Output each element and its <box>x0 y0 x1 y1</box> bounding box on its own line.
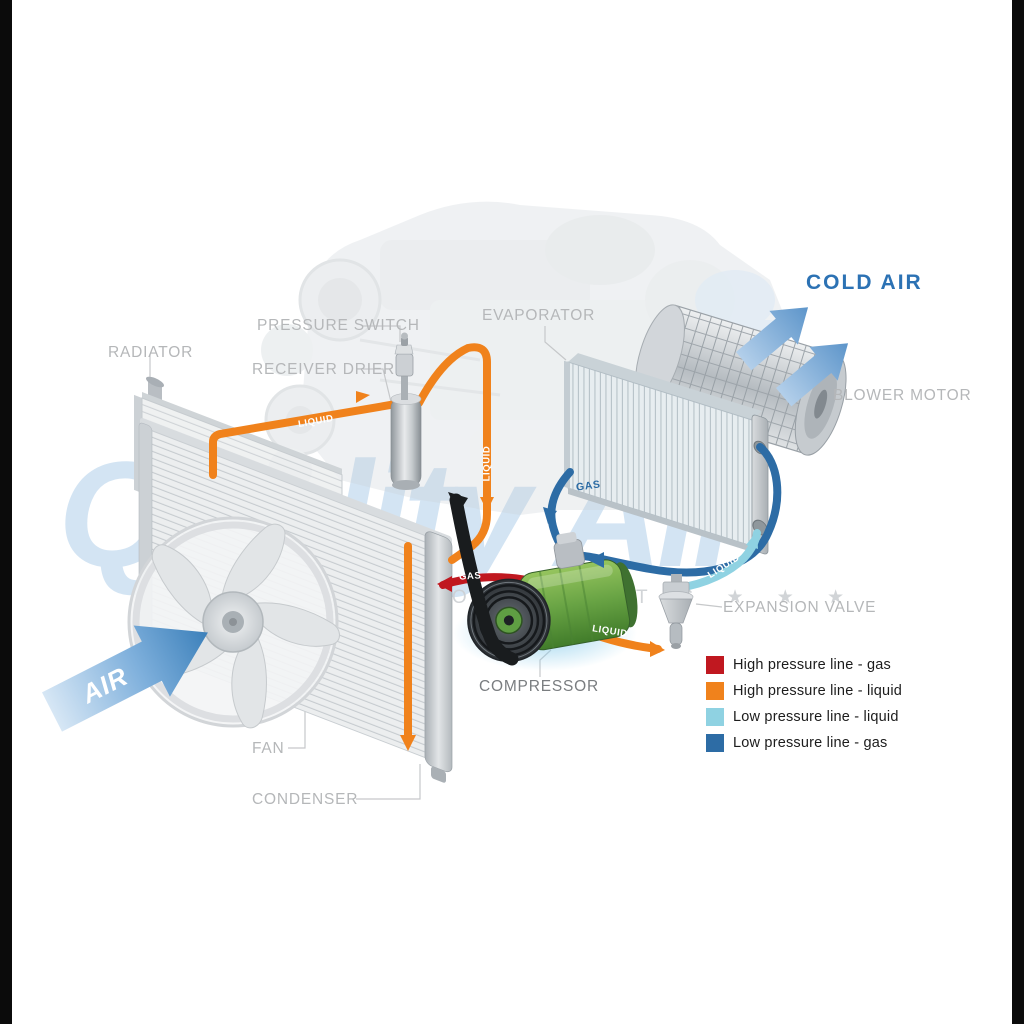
leader-pressure-switch <box>362 325 401 342</box>
legend-swatch-low-pressure-gas <box>706 734 724 752</box>
label-expansion-valve: EXPANSION VALVE <box>723 599 877 616</box>
flow-arrow <box>650 641 665 657</box>
compressor <box>467 531 638 663</box>
legend-swatch-low-pressure-liquid <box>706 708 724 726</box>
label-receiver-drier: RECEIVER DRIER <box>252 361 395 378</box>
legend-label: High pressure line - gas <box>733 657 891 673</box>
leader-condenser <box>356 764 421 800</box>
legend-item: Low pressure line - gas <box>706 730 902 756</box>
label-blower-motor: BLOWER MOTOR <box>833 387 972 404</box>
label-cold-air: COLD AIR <box>806 271 923 294</box>
label-compressor: COMPRESSOR <box>479 678 599 695</box>
expansion-valve <box>658 574 694 649</box>
leader-evaporator <box>544 326 567 361</box>
legend-item: High pressure line - gas <box>706 652 902 678</box>
flow-arrow <box>437 576 452 592</box>
flow-arrow <box>543 507 557 524</box>
legend-swatch-high-pressure-gas <box>706 656 724 674</box>
air-arrow <box>42 625 208 732</box>
legend-swatch-high-pressure-liquid <box>706 682 724 700</box>
leader-expansion-valve <box>695 603 723 608</box>
line-label-gas: GAS <box>458 570 482 583</box>
legend: High pressure line - gas High pressure l… <box>706 652 902 756</box>
label-radiator: RADIATOR <box>108 344 194 361</box>
cold-air-arrow <box>776 343 849 407</box>
left-black-bar <box>0 0 12 1024</box>
legend-label: High pressure line - liquid <box>733 683 903 699</box>
label-fan: FAN <box>252 740 285 757</box>
leader-fan <box>288 700 306 749</box>
drive-belt <box>448 492 519 666</box>
flow-arrow <box>480 497 494 511</box>
right-black-bar <box>1012 0 1024 1024</box>
flow-arrows <box>356 391 758 751</box>
label-condenser: CONDENSER <box>252 791 359 808</box>
label-evaporator: EVAPORATOR <box>482 307 596 324</box>
flow-arrow <box>588 552 604 568</box>
cold-air-arrows <box>736 307 849 407</box>
tube-high-pressure-liquid-b <box>415 343 491 564</box>
leader-receiver-drier <box>363 368 392 403</box>
pressure-switch <box>394 332 414 400</box>
flow-arrow <box>746 531 758 549</box>
label-pressure-switch: PRESSURE SWITCH <box>257 317 420 334</box>
line-label-liquid: LIQUID <box>481 445 493 482</box>
receiver-drier <box>390 393 422 490</box>
legend-label: Low pressure line - liquid <box>733 709 899 725</box>
cold-air-arrow <box>736 307 809 371</box>
legend-label: Low pressure line - gas <box>733 735 888 751</box>
flow-arrow <box>356 391 370 403</box>
tube-high-pressure-liquid-a <box>209 400 400 479</box>
legend-item: Low pressure line - liquid <box>706 704 902 730</box>
legend-item: High pressure line - liquid <box>706 678 902 704</box>
evaporator <box>564 353 769 555</box>
flow-arrow <box>400 735 416 751</box>
